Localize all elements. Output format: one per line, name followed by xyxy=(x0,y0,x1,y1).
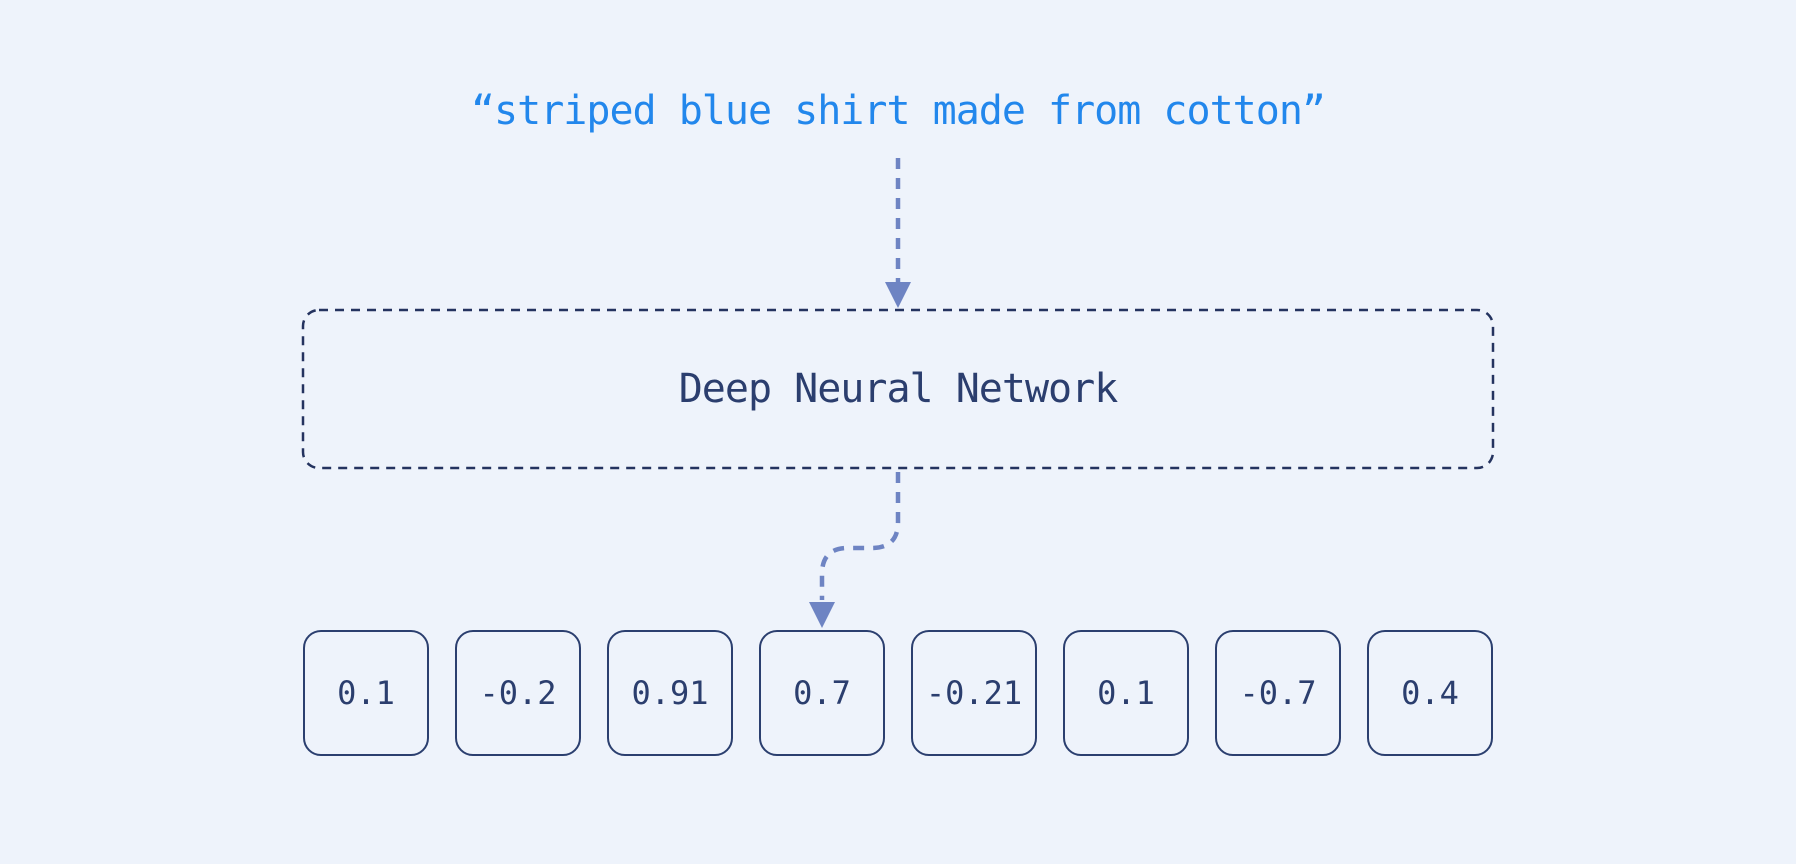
embedding-value: 0.91 xyxy=(631,674,709,712)
embedding-value: -0.21 xyxy=(925,674,1023,712)
embedding-row: 0.1 -0.2 0.91 0.7 -0.21 0.1 -0.7 0.4 xyxy=(303,630,1493,760)
embedding-value: 0.4 xyxy=(1401,674,1459,712)
embedding-value-box: 0.1 xyxy=(1063,630,1189,756)
embedding-value: 0.1 xyxy=(337,674,395,712)
embedding-value-box: -0.21 xyxy=(911,630,1037,756)
output-arrow-line xyxy=(819,472,901,600)
embedding-value-box: 0.4 xyxy=(1367,630,1493,756)
input-text: “striped blue shirt made from cotton” xyxy=(470,88,1326,134)
embedding-value: -0.7 xyxy=(1239,674,1317,712)
network-label: Deep Neural Network xyxy=(678,366,1119,412)
input-arrowhead-icon xyxy=(885,282,911,308)
embedding-value-box: -0.2 xyxy=(455,630,581,756)
embedding-value-box: -0.7 xyxy=(1215,630,1341,756)
network-box-border xyxy=(301,308,1495,470)
embedding-value-box: 0.7 xyxy=(759,630,885,756)
embedding-value-box: 0.1 xyxy=(303,630,429,756)
output-arrowhead-icon xyxy=(809,602,835,628)
embedding-value-box: 0.91 xyxy=(607,630,733,756)
embedding-value: 0.7 xyxy=(793,674,851,712)
embedding-value: -0.2 xyxy=(479,674,557,712)
embedding-value: 0.1 xyxy=(1097,674,1155,712)
